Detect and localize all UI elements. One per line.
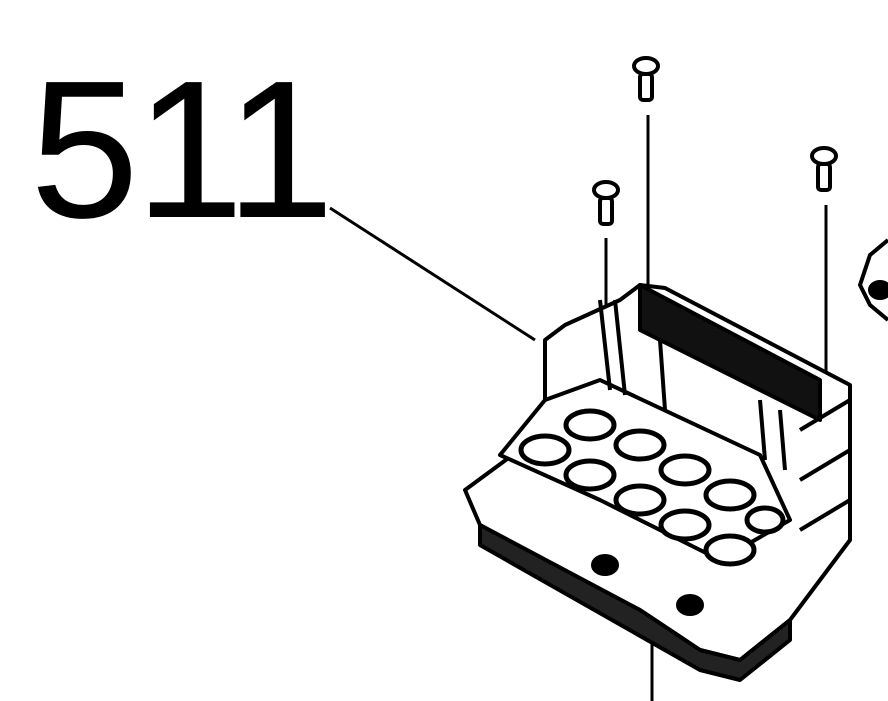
part-number-callout: 511 bbox=[30, 40, 334, 259]
screw-icon bbox=[810, 146, 838, 192]
screw-icon bbox=[632, 56, 660, 102]
adjacent-part-partial bbox=[857, 238, 888, 322]
screw-icon bbox=[592, 180, 620, 226]
ink-supply-assembly bbox=[463, 283, 852, 682]
leader-line bbox=[329, 206, 536, 342]
